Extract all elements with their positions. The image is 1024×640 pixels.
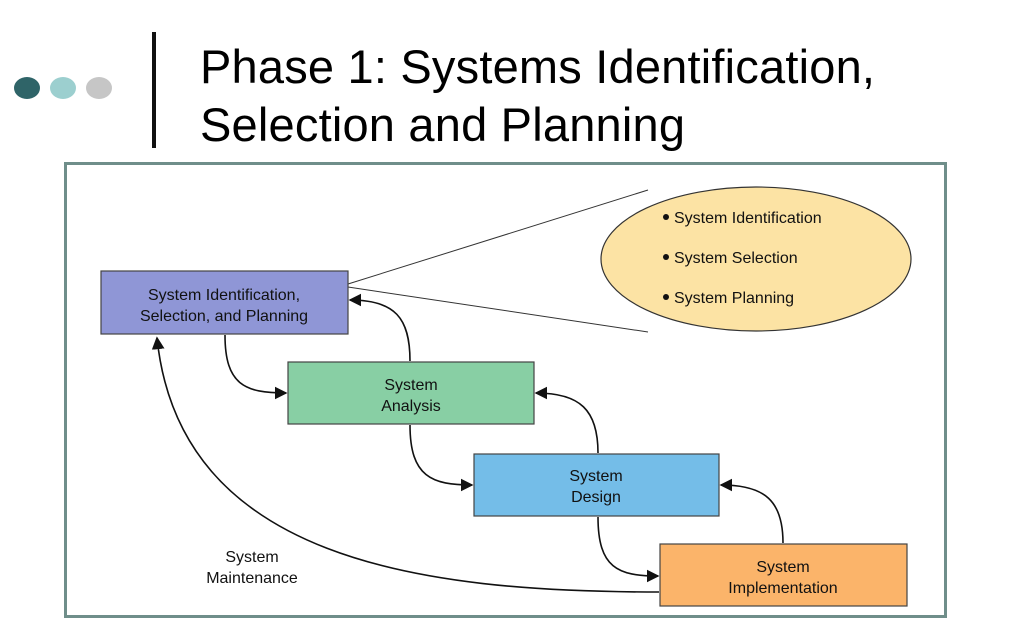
decorative-dots: [14, 77, 112, 99]
slide-title: Phase 1: Systems Identification, Selecti…: [200, 38, 875, 154]
callout-connector-top: [347, 189, 649, 285]
callout-item: System Identification: [663, 210, 822, 227]
callout-item-label: System Planning: [674, 290, 794, 307]
arrow-design-to-analysis: [534, 386, 599, 454]
phase-label: System: [569, 468, 622, 485]
arrow-design-to-implementation: [597, 516, 660, 583]
slide-title-line1: Phase 1: Systems Identification,: [200, 40, 876, 93]
phase-label: Analysis: [381, 398, 441, 415]
phase-box-planning: System Identification, Selection, and Pl…: [100, 270, 349, 335]
callout-item-label: System Identification: [674, 210, 822, 227]
maintenance-label: System: [225, 549, 278, 566]
phase-label: System Identification,: [148, 287, 300, 304]
bullet-icon: [663, 294, 669, 300]
arrow-analysis-to-design: [409, 424, 474, 492]
slide-title-line2: Selection and Planning: [200, 98, 686, 151]
arrow-planning-to-analysis: [224, 334, 288, 400]
callout-item: System Selection: [663, 250, 798, 267]
phase-label: System: [384, 377, 437, 394]
phase-label: System: [756, 559, 809, 576]
phase-label: Implementation: [728, 580, 837, 597]
arrow-analysis-to-planning: [348, 293, 411, 362]
callout-item-label: System Selection: [674, 250, 798, 267]
phase-label: Design: [571, 489, 621, 506]
title-divider: [152, 32, 156, 148]
phase-box-analysis: System Analysis: [287, 361, 535, 425]
callout-ellipse: [600, 186, 912, 332]
bullet-icon: [663, 214, 669, 220]
dot-dark: [14, 77, 40, 99]
phase-label: Selection, and Planning: [140, 308, 308, 325]
callout-item: System Planning: [663, 290, 794, 307]
bullet-icon: [663, 254, 669, 260]
arrow-maintenance-loop: [151, 336, 660, 593]
callout-connector-bottom: [347, 286, 649, 333]
phase-box-implementation: System Implementation: [659, 543, 908, 607]
callout-list: System Identification System Selection S…: [663, 210, 822, 307]
phase-box-design: System Design: [473, 453, 720, 517]
dot-gray: [86, 77, 112, 99]
maintenance-label: Maintenance: [206, 570, 298, 587]
dot-teal: [50, 77, 76, 99]
arrow-implementation-to-design: [719, 478, 784, 544]
